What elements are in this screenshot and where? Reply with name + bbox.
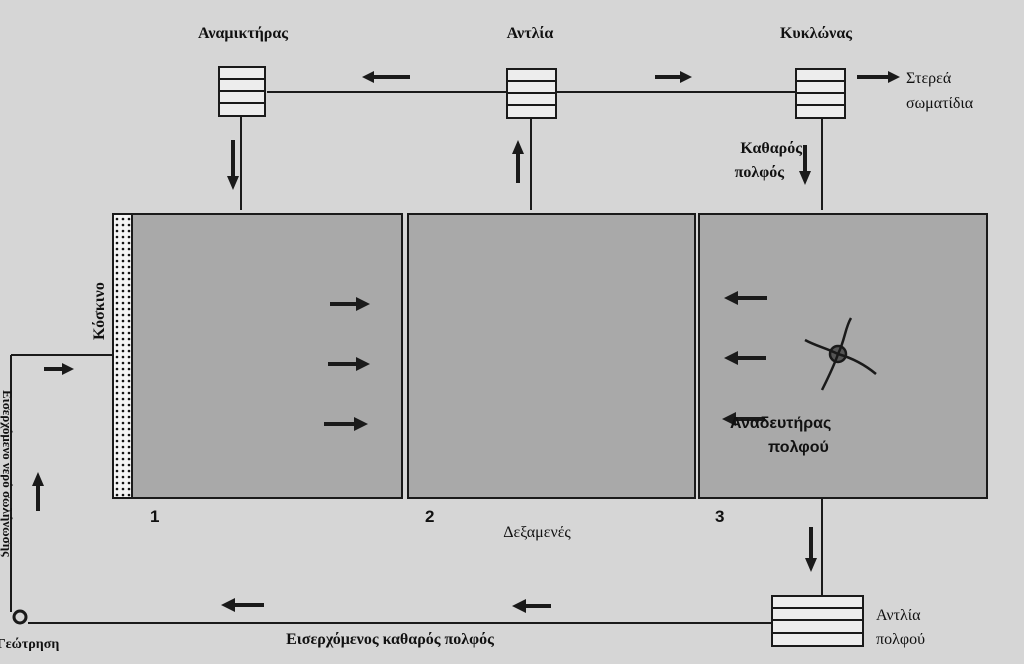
agitator-icon [804, 317, 877, 391]
arrow-down-icon [227, 140, 239, 190]
clean-pulp-label-line1: Καθαρός [740, 140, 802, 157]
solids-label-line2: σωματίδια [906, 95, 974, 112]
sieve [112, 213, 133, 499]
pump-unit [506, 68, 557, 119]
cyclone-unit [795, 68, 846, 119]
mixer-label: Αναμικτήρας [198, 25, 288, 42]
arrow-down-icon [805, 527, 817, 572]
arrow-left-icon [512, 599, 551, 613]
tank-2-number: 2 [425, 507, 434, 526]
pulp-pump-unit [771, 595, 864, 647]
tanks-label: Δεξαμενές [503, 524, 571, 541]
arrow-right-icon [328, 357, 370, 371]
pulp-pump-label-line1: Αντλία [876, 607, 921, 624]
incoming-pulp-label: Εισερχόμενος καθαρός πολφός [286, 631, 494, 648]
incoming-water-label: Εισερχόμενο νερό σωλήνωσης [0, 390, 15, 557]
solids-label-line1: Στερεά [906, 70, 952, 87]
cyclone-label: Κυκλώνας [780, 25, 852, 42]
agitator-label-line1: Αναδευτήρας [730, 415, 831, 432]
valve-icon [12, 609, 28, 625]
arrow-up-icon [512, 140, 524, 183]
agitator-label-line2: πολφού [768, 439, 829, 456]
arrow-up-icon [32, 472, 44, 511]
tank-2 [407, 213, 696, 499]
tank-1-number: 1 [150, 507, 159, 526]
pump-label: Αντλία [507, 25, 554, 42]
arrow-right-icon [857, 71, 900, 83]
well-label: Γεώτρηση [0, 637, 59, 652]
arrow-right-icon [324, 417, 368, 431]
arrow-right-icon [655, 71, 692, 83]
tank-1 [131, 213, 403, 499]
arrow-left-icon [221, 598, 264, 612]
mixer-unit [218, 66, 266, 117]
tank-3-number: 3 [715, 507, 724, 526]
arrow-down-icon [799, 145, 811, 185]
arrow-left-icon [724, 291, 767, 305]
arrow-left-icon [722, 412, 765, 426]
arrow-right-icon [44, 363, 74, 375]
arrow-right-icon [330, 297, 370, 311]
arrow-left-icon [362, 71, 410, 83]
arrow-left-icon [724, 351, 766, 365]
pulp-pump-label-line2: πολφού [876, 631, 925, 648]
sieve-label: Κόσκινο [91, 282, 108, 340]
clean-pulp-label-line2: πολφός [735, 164, 785, 181]
